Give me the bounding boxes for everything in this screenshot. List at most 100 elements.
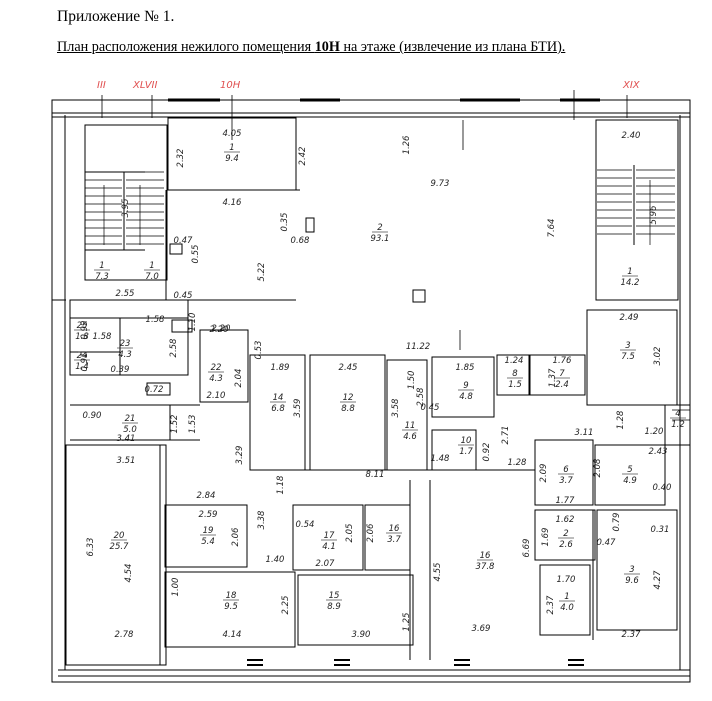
dimension-label: 0.92 <box>482 443 492 462</box>
room-15 <box>297 574 414 646</box>
dimension-label: 2.25 <box>281 596 291 615</box>
room-4 <box>664 404 691 446</box>
room-area: 8.8 <box>341 404 355 414</box>
dimension-label: 1.53 <box>188 415 198 434</box>
caption-text: План расположения нежилого помещения <box>57 39 315 55</box>
dimension-label: 1.58 <box>146 315 166 325</box>
page-title: Приложение № 1. <box>57 8 175 25</box>
dimension-label: 1.50 <box>407 371 417 390</box>
dimension-label: 2.40 <box>622 131 641 141</box>
dimension-label: 2.71 <box>501 426 511 445</box>
dimension-label: 2.05 <box>345 524 355 543</box>
dimension-label: 3.51 <box>117 456 136 466</box>
dimension-label: 6.69 <box>522 539 532 558</box>
room-22 <box>199 329 249 403</box>
room-20 <box>65 444 167 666</box>
dimension-label: 9.73 <box>431 179 450 189</box>
dimension-label: 1.26 <box>402 135 412 155</box>
dimension-label: 0.72 <box>145 385 164 395</box>
dimension-label: 2.37 <box>622 630 642 640</box>
dimension-label: 1.48 <box>431 454 451 464</box>
room-label: 224.3 <box>208 363 224 384</box>
room-number: 23 <box>120 339 131 349</box>
dimension-label: 0.68 <box>291 236 311 246</box>
dimension-label: 6.33 <box>86 538 96 557</box>
dimension-label: 0.45 <box>421 403 440 413</box>
room-area: 4.3 <box>209 374 223 384</box>
dimension-label: 2.55 <box>116 289 135 299</box>
room-area: 9.5 <box>224 602 238 612</box>
room-label: 19.4 <box>224 143 240 164</box>
room-1-box <box>167 117 297 191</box>
room-label: 63.7 <box>558 465 574 486</box>
room-label: 189.5 <box>223 591 239 612</box>
dimension-label: 1.00 <box>171 578 181 597</box>
room-label: 174.1 <box>321 531 337 552</box>
vent <box>305 217 315 233</box>
dimension-label: 3.69 <box>472 624 491 634</box>
room-number: 1 <box>149 261 154 271</box>
dimension-label: 1.52 <box>170 415 180 434</box>
room-area: 1.5 <box>508 380 522 390</box>
room-number: 2 <box>377 223 382 233</box>
room-label: 215.0 <box>122 414 138 435</box>
dimension-label: 3.29 <box>235 446 245 465</box>
room-number: 7 <box>559 369 565 379</box>
dimension-label: 2.08 <box>593 458 603 478</box>
dimension-label: 2.58 <box>416 387 426 407</box>
room-area: 1.8 <box>75 332 89 342</box>
dimension-label: 5.22 <box>257 263 267 282</box>
dimension-label: 2.84 <box>197 491 216 501</box>
column <box>412 289 426 303</box>
room-area: 1.4 <box>75 362 89 372</box>
dimension-label: 0.31 <box>651 525 670 535</box>
room-area: 1.7 <box>459 447 473 457</box>
room-number: 5 <box>627 465 632 475</box>
room-number: 19 <box>203 526 214 536</box>
dimension-label: 1.24 <box>505 356 524 366</box>
axis-label: XIX <box>622 80 641 91</box>
dimension-label: 2.20 <box>212 324 231 334</box>
dimension-label: 1.70 <box>557 575 576 585</box>
room-6 <box>534 439 594 506</box>
room-label: 41.2 <box>670 409 686 430</box>
stair-right <box>595 119 679 301</box>
room-area: 4.3 <box>118 350 132 360</box>
dimension-label: 1.62 <box>556 515 575 525</box>
dimension-label: 2.09 <box>539 464 549 483</box>
room-area: 8.9 <box>327 602 341 612</box>
room-number: 1 <box>229 143 234 153</box>
room-1b <box>539 564 591 636</box>
axis-label: III <box>97 80 106 91</box>
room-area: 5.0 <box>123 425 137 435</box>
room-number: 25 <box>77 321 88 331</box>
room-area: 37.8 <box>476 562 496 572</box>
room-area: 2.4 <box>555 380 569 390</box>
dimension-label: 2.04 <box>234 369 244 388</box>
dimension-label: 2.10 <box>207 391 226 401</box>
dimension-label: 2.58 <box>169 338 179 358</box>
room-number: 1 <box>627 267 632 277</box>
room-area: 4.1 <box>322 542 336 552</box>
dimension-label: 4.14 <box>223 630 242 640</box>
room-area: 6.8 <box>271 404 285 414</box>
room-area: 2.6 <box>559 540 573 550</box>
dimension-label: 0.47 <box>174 236 194 246</box>
room-label: 72.4 <box>554 369 570 390</box>
dimension-label: 0.90 <box>83 411 102 421</box>
room-label: 293.1 <box>371 223 390 244</box>
plan-caption: План расположения нежилого помещения 10Н… <box>57 39 565 56</box>
dimension-label: 2.59 <box>199 510 218 520</box>
dimension-label: 3.38 <box>257 510 267 530</box>
dimension-label: 2.06 <box>231 527 241 547</box>
dimension-label: 3.41 <box>117 434 136 444</box>
room-number: 8 <box>512 369 518 379</box>
room-area: 4.9 <box>623 476 637 486</box>
room-2b <box>534 509 596 561</box>
room-number: 15 <box>329 591 340 601</box>
room-3 <box>586 309 678 406</box>
dimension-label: 2.07 <box>316 559 336 569</box>
dimension-label: 1.25 <box>402 613 412 632</box>
